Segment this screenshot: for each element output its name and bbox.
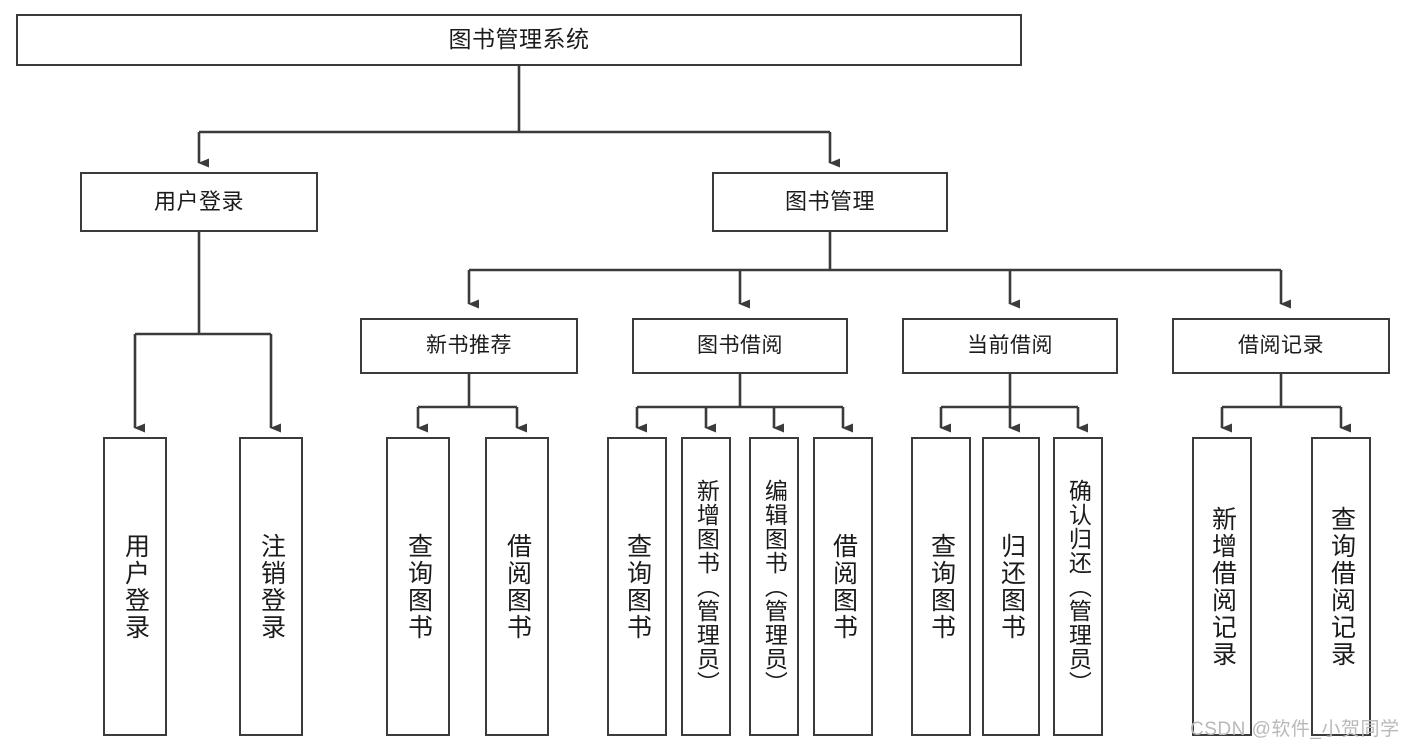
leaf-current-borrow-query[interactable]: 查询图书 <box>911 437 971 736</box>
leaf-book-borrow-add[interactable]: 新增图书（管理员） <box>681 437 731 736</box>
leaf-book-borrow-edit[interactable]: 编辑图书（管理员） <box>749 437 799 736</box>
node-label: 借阅图书 <box>829 532 858 641</box>
node-label: 借阅记录 <box>1238 334 1324 358</box>
leaf-current-borrow-confirm-return[interactable]: 确认归还（管理员） <box>1053 437 1103 736</box>
node-label: 借阅图书 <box>503 532 532 641</box>
node-current-borrow[interactable]: 当前借阅 <box>902 318 1118 374</box>
node-label: 查询图书 <box>404 532 433 641</box>
node-label: 新书推荐 <box>426 334 512 358</box>
node-label: 图书管理 <box>784 188 875 214</box>
node-label: 注销登录 <box>257 532 286 641</box>
leaf-new-book-query[interactable]: 查询图书 <box>386 437 450 736</box>
leaf-current-borrow-return[interactable]: 归还图书 <box>982 437 1040 736</box>
node-root-book-management-system[interactable]: 图书管理系统 <box>16 14 1022 66</box>
node-label: 查询图书 <box>623 532 652 641</box>
leaf-user-login-signin[interactable]: 用户登录 <box>103 437 167 736</box>
node-label: 确认归还（管理员） <box>1065 478 1092 695</box>
leaf-new-book-borrow[interactable]: 借阅图书 <box>485 437 549 736</box>
node-label: 新增借阅记录 <box>1208 505 1237 668</box>
leaf-user-login-signout[interactable]: 注销登录 <box>239 437 303 736</box>
node-borrow-record[interactable]: 借阅记录 <box>1172 318 1390 374</box>
node-label: 查询借阅记录 <box>1327 505 1356 668</box>
node-label: 图书管理系统 <box>448 26 590 53</box>
node-label: 查询图书 <box>927 532 956 641</box>
node-label: 编辑图书（管理员） <box>761 478 788 695</box>
node-label: 图书借阅 <box>697 334 783 358</box>
node-book-management[interactable]: 图书管理 <box>712 172 948 232</box>
node-label: 用户登录 <box>153 188 244 214</box>
leaf-borrow-record-add[interactable]: 新增借阅记录 <box>1192 437 1252 736</box>
leaf-borrow-record-query[interactable]: 查询借阅记录 <box>1311 437 1371 736</box>
node-new-book-recommend[interactable]: 新书推荐 <box>360 318 578 374</box>
node-label: 新增图书（管理员） <box>693 478 720 695</box>
csdn-watermark: CSDN @软件_小贺同学 <box>1190 719 1400 740</box>
node-label: 用户登录 <box>121 532 150 641</box>
node-user-login[interactable]: 用户登录 <box>80 172 318 232</box>
node-label: 当前借阅 <box>967 334 1053 358</box>
node-book-borrow[interactable]: 图书借阅 <box>632 318 848 374</box>
leaf-book-borrow-borrow[interactable]: 借阅图书 <box>813 437 873 736</box>
leaf-book-borrow-query[interactable]: 查询图书 <box>607 437 667 736</box>
node-label: 归还图书 <box>997 532 1026 641</box>
